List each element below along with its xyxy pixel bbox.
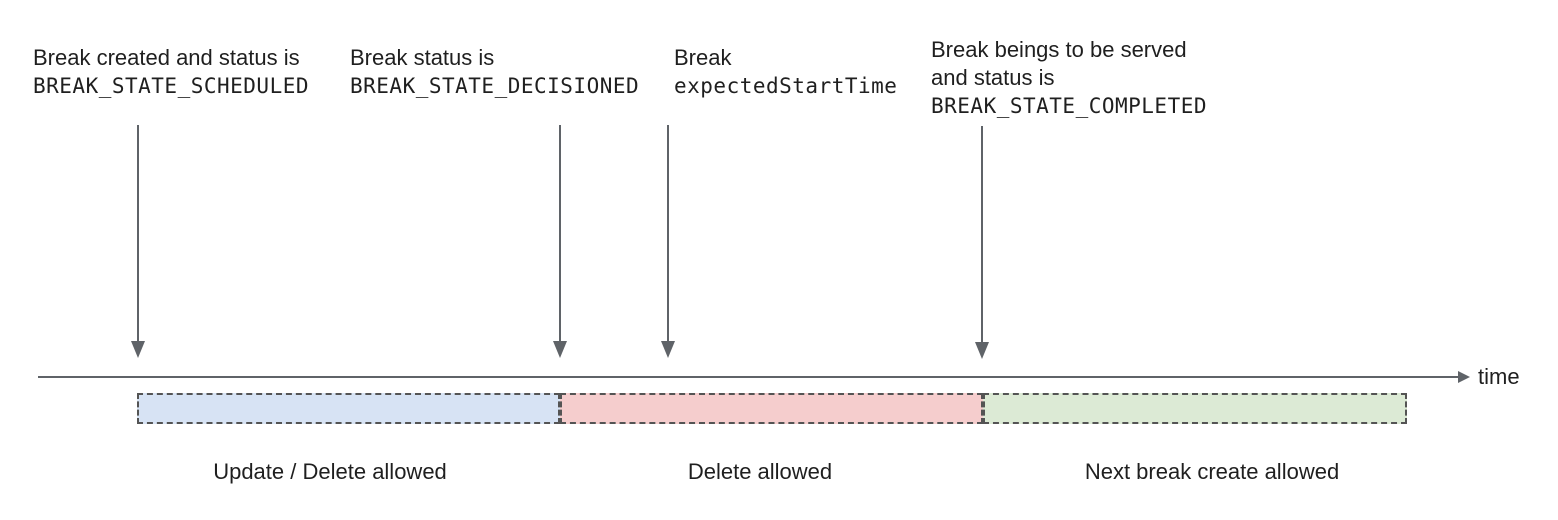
annotation-code: expectedStartTime bbox=[674, 74, 898, 98]
arrowhead-down-icon bbox=[975, 342, 989, 359]
time-axis-line bbox=[38, 376, 1459, 378]
segment-caption: Update / Delete allowed bbox=[213, 459, 447, 484]
segment-delete-allowed bbox=[560, 393, 983, 424]
time-axis-label: time bbox=[1478, 364, 1520, 389]
arrow-stem bbox=[981, 126, 983, 342]
annotation-text: Break created and status is bbox=[33, 45, 300, 70]
annotation-break-completed: Break beings to be served and status is … bbox=[931, 36, 1207, 120]
arrowhead-down-icon bbox=[131, 341, 145, 358]
annotation-break-scheduled: Break created and status is BREAK_STATE_… bbox=[33, 44, 309, 100]
arrow-stem bbox=[667, 125, 669, 342]
annotation-text: and status is bbox=[931, 65, 1055, 90]
arrowhead-down-icon bbox=[661, 341, 675, 358]
annotation-expected-start-time: Break expectedStartTime bbox=[674, 44, 897, 100]
arrowhead-right-icon bbox=[1458, 371, 1470, 383]
annotation-code: BREAK_STATE_COMPLETED bbox=[931, 94, 1208, 118]
segment-caption: Next break create allowed bbox=[1084, 459, 1340, 484]
segment-next-break-create-allowed bbox=[983, 393, 1407, 424]
arrowhead-down-icon bbox=[553, 341, 567, 358]
annotation-text: Break bbox=[674, 45, 732, 70]
arrow-stem bbox=[137, 125, 139, 342]
annotation-text: Break beings to be served bbox=[931, 37, 1187, 62]
annotation-code: BREAK_STATE_SCHEDULED bbox=[33, 74, 310, 98]
annotation-break-decisioned: Break status is BREAK_STATE_DECISIONED bbox=[350, 44, 639, 100]
annotation-text: Break status is bbox=[350, 45, 495, 70]
annotation-code: BREAK_STATE_DECISIONED bbox=[350, 74, 640, 98]
segment-caption: Delete allowed bbox=[687, 459, 833, 484]
arrow-stem bbox=[559, 125, 561, 342]
segment-update-delete-allowed bbox=[137, 393, 560, 424]
